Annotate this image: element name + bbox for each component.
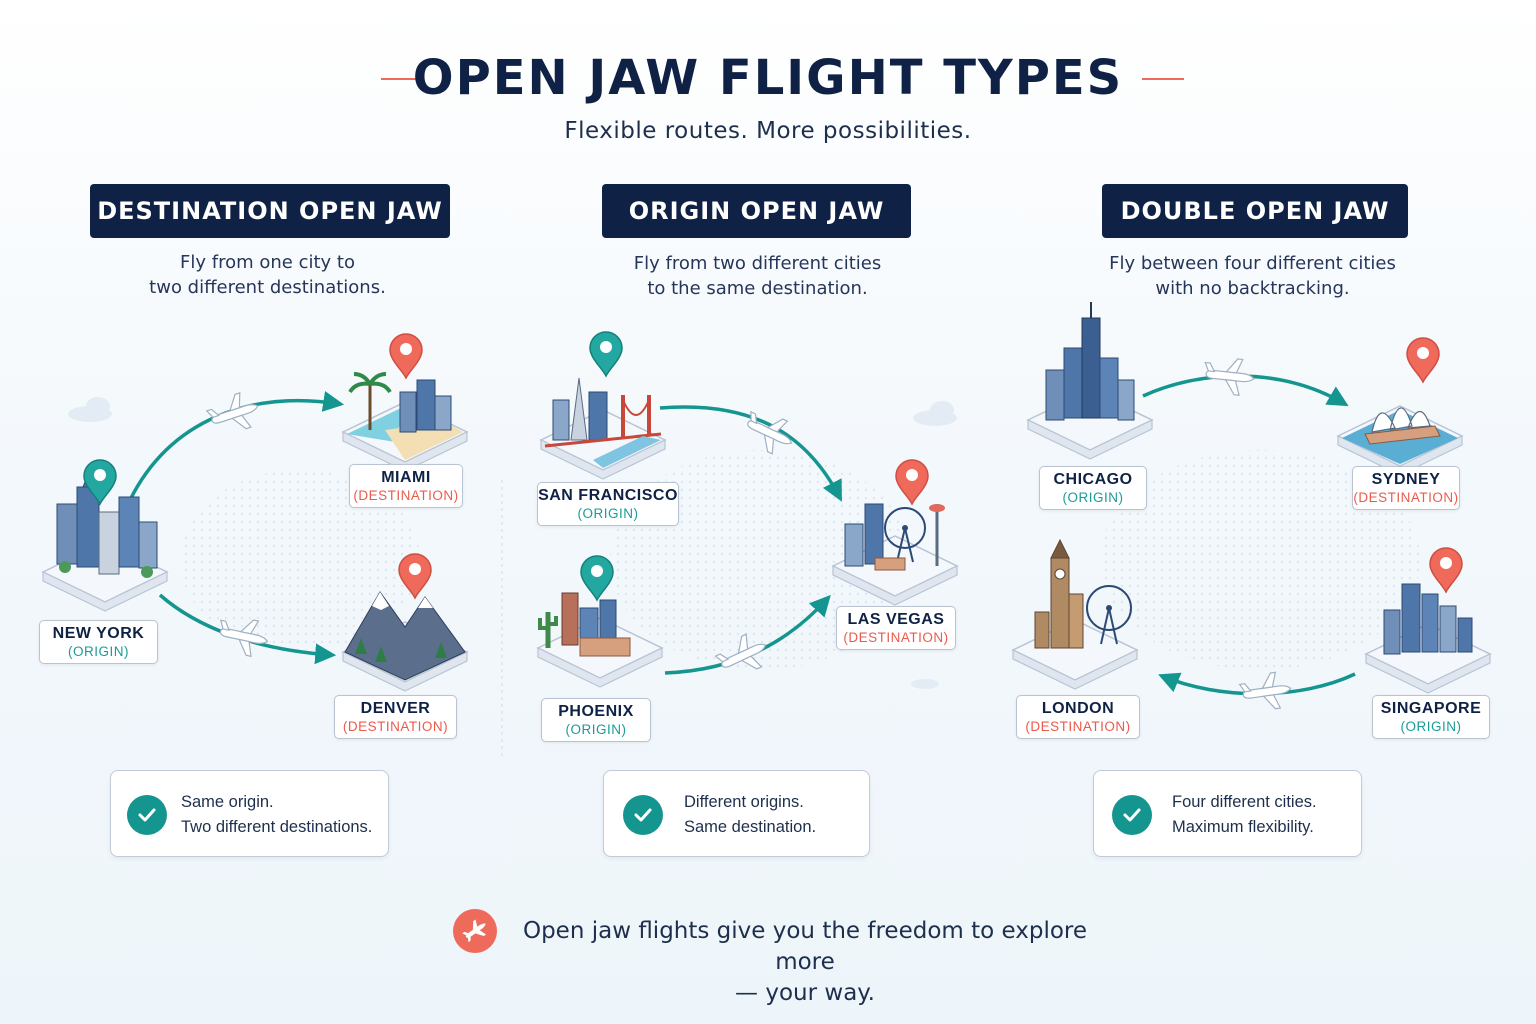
- panel-description: Fly from two different cities to the sam…: [633, 253, 882, 299]
- title-decoration-left: [381, 78, 423, 80]
- singapore-city-icon: [1365, 583, 1491, 694]
- page-title: OPEN JAW FLIGHT TYPES: [412, 50, 1124, 106]
- airplane-icon: [1238, 669, 1294, 714]
- info-text: Four different cities. Maximum flexibili…: [1172, 793, 1317, 836]
- city-label-denver: DENVER (DESTINATION): [334, 695, 457, 739]
- info-box: Different origins. Same destination.: [603, 770, 870, 857]
- denver-mountain-icon: [342, 591, 468, 692]
- info-text: Different origins. Same destination.: [684, 793, 817, 836]
- location-pin-icon: [1406, 337, 1440, 383]
- check-icon: [1112, 795, 1152, 835]
- panel-badge-destination-open-jaw: DESTINATION OPEN JAW: [90, 184, 450, 238]
- city-label-las-vegas: LAS VEGAS (DESTINATION): [836, 606, 956, 650]
- london-city-icon: [1012, 538, 1138, 690]
- city-label-new-york: NEW YORK (ORIGIN): [39, 620, 158, 664]
- las-vegas-city-icon: [832, 503, 958, 606]
- san-francisco-city-icon: [540, 377, 666, 480]
- panel-description: Fly from one city to two different desti…: [149, 252, 386, 298]
- location-pin-icon: [589, 331, 623, 377]
- check-icon: [127, 795, 167, 835]
- location-pin-icon: [895, 459, 929, 505]
- city-label-singapore: SINGAPORE (ORIGIN): [1372, 695, 1490, 739]
- miami-city-icon: [342, 372, 468, 472]
- location-pin-icon: [580, 555, 614, 601]
- sydney-city-icon: [1337, 405, 1463, 476]
- info-box: Same origin. Two different destinations.: [110, 770, 389, 857]
- city-label-london: LONDON (DESTINATION): [1016, 695, 1140, 739]
- city-label-san-francisco: SAN FRANCISCO (ORIGIN): [537, 482, 679, 526]
- check-icon: [623, 795, 663, 835]
- cloud-icon: [68, 397, 957, 689]
- info-box: Four different cities. Maximum flexibili…: [1093, 770, 1362, 857]
- info-text: Same origin. Two different destinations.: [181, 793, 373, 836]
- footer-text: Open jaw flights give you the freedom to…: [522, 918, 1088, 1006]
- title-decoration-right: [1142, 78, 1184, 80]
- panel-description: Fly between four different cities with n…: [1109, 253, 1396, 299]
- city-label-chicago: CHICAGO (ORIGIN): [1039, 466, 1147, 510]
- phoenix-city-icon: [537, 592, 663, 688]
- location-pin-icon: [1429, 547, 1463, 593]
- city-label-sydney: SYDNEY (DESTINATION): [1352, 466, 1460, 510]
- chicago-city-icon: [1027, 302, 1153, 460]
- panel-badge-double-open-jaw: DOUBLE OPEN JAW: [1102, 184, 1408, 238]
- city-label-miami: MIAMI (DESTINATION): [349, 464, 463, 508]
- world-map-background: [180, 450, 1420, 670]
- airplane-icon: [1201, 354, 1257, 398]
- page-subtitle: Flexible routes. More possibilities.: [564, 118, 972, 144]
- location-pin-icon: [389, 333, 423, 379]
- airplane-icon: [204, 388, 264, 440]
- city-label-phoenix: PHOENIX (ORIGIN): [541, 698, 651, 742]
- airplane-icon: [453, 909, 497, 953]
- panel-badge-origin-open-jaw: ORIGIN OPEN JAW: [602, 184, 911, 238]
